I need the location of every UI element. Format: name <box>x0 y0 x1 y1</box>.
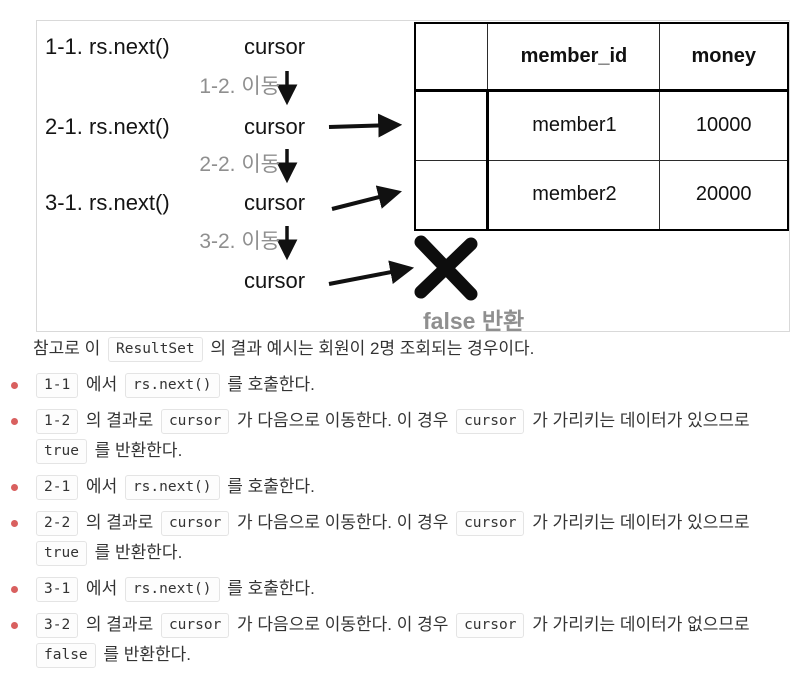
text-segment: 에서 <box>81 477 122 496</box>
table-header-cell: member_id <box>487 22 661 92</box>
bullet-dot-icon <box>11 418 18 425</box>
result-table: member_id money member1 10000 member2 20… <box>414 22 789 231</box>
text-segment: 의 결과 예시는 회원이 2명 조회되는 경우이다. <box>205 339 535 358</box>
list-item: 2-2 의 결과로 cursor 가 다음으로 이동한다. 이 경우 curso… <box>11 508 773 568</box>
text-segment: 의 결과로 <box>81 411 158 430</box>
cursor-label: cursor <box>244 34 306 59</box>
inline-code: 2-2 <box>36 511 79 536</box>
text-segment: 에서 <box>81 375 122 394</box>
text-segment: 에서 <box>81 579 122 598</box>
text-segment: 가 가리키는 데이터가 있으므로 <box>527 411 750 430</box>
bullet-dot-icon <box>11 484 18 491</box>
step-call-label: 3-1. rs.next() <box>45 190 170 215</box>
inline-code: true <box>36 541 87 566</box>
inline-code: 2-1 <box>36 475 79 500</box>
move-label: 1-2. 이동 <box>199 75 280 98</box>
inline-code: rs.next() <box>124 373 220 398</box>
list-item: 2-1 에서 rs.next() 를 호출한다. <box>11 472 773 502</box>
list-item: 3-1 에서 rs.next() 를 호출한다. <box>11 574 773 604</box>
text-segment: 참고로 이 <box>33 339 106 358</box>
inline-code: 3-2 <box>36 613 79 638</box>
inline-code: 1-1 <box>36 373 79 398</box>
text-segment: 를 반환한다. <box>98 645 192 664</box>
cursor-label: cursor <box>244 268 306 293</box>
table-cell: member2 <box>487 159 661 231</box>
step-call-label: 2-1. rs.next() <box>45 114 170 139</box>
text-segment: 를 반환한다. <box>89 543 183 562</box>
bullet-dot-icon <box>11 622 18 629</box>
inline-code: cursor <box>456 409 525 434</box>
step-call-label: 1-1. rs.next() <box>45 34 170 59</box>
content-area: 참고로 이 ResultSet 의 결과 예시는 회원이 2명 조회되는 경우이… <box>0 334 811 676</box>
cursor-label: cursor <box>244 114 306 139</box>
text-segment: 가 다음으로 이동한다. 이 경우 <box>232 513 454 532</box>
move-label: 3-2. 이동 <box>199 230 280 253</box>
intro-paragraph: 참고로 이 ResultSet 의 결과 예시는 회원이 2명 조회되는 경우이… <box>33 334 773 364</box>
inline-code: 3-1 <box>36 577 79 602</box>
text-segment: 의 결과로 <box>81 615 158 634</box>
inline-code: false <box>36 643 96 668</box>
inline-code: cursor <box>160 511 230 536</box>
text-segment: 의 결과로 <box>81 513 158 532</box>
inline-code: rs.next() <box>124 577 220 602</box>
table-header-row: member_id money <box>414 22 789 92</box>
cursor-arrow-icon <box>328 113 403 138</box>
text-segment: 를 호출한다. <box>222 477 315 496</box>
table-cell: 20000 <box>659 159 789 231</box>
list-item: 1-1 에서 rs.next() 를 호출한다. <box>11 370 773 400</box>
inline-code: true <box>36 439 87 464</box>
list-item: 1-2 의 결과로 cursor 가 다음으로 이동한다. 이 경우 curso… <box>11 406 773 466</box>
x-mark-icon <box>414 235 478 301</box>
table-cell: member1 <box>487 89 661 161</box>
bullet-list: 1-1 에서 rs.next() 를 호출한다. 1-2 의 결과로 cursor… <box>11 370 773 670</box>
text-segment: 를 호출한다. <box>222 579 315 598</box>
text-segment: 를 반환한다. <box>89 441 183 460</box>
move-label: 2-2. 이동 <box>199 153 280 176</box>
false-return-label: false 반환 <box>423 308 525 334</box>
cursor-label: cursor <box>244 190 306 215</box>
table-row: member2 20000 <box>414 159 789 231</box>
text-segment: 가 다음으로 이동한다. 이 경우 <box>232 615 454 634</box>
text-segment: 를 호출한다. <box>222 375 315 394</box>
inline-code: cursor <box>456 511 525 536</box>
inline-code: cursor <box>160 613 230 638</box>
bullet-dot-icon <box>11 520 18 527</box>
bullet-dot-icon <box>11 382 18 389</box>
cursor-arrow-icon <box>328 260 415 286</box>
cursor-arrow-icon <box>331 185 402 211</box>
inline-code: rs.next() <box>124 475 220 500</box>
inline-code: cursor <box>456 613 525 638</box>
text-segment: 가 다음으로 이동한다. 이 경우 <box>232 411 454 430</box>
inline-code: 1-2 <box>36 409 79 434</box>
table-header-cell: money <box>659 22 789 92</box>
table-row: member1 10000 <box>414 89 789 161</box>
bullet-dot-icon <box>11 586 18 593</box>
text-segment: 가 가리키는 데이터가 있으므로 <box>527 513 750 532</box>
text-segment: 가 가리키는 데이터가 없으므로 <box>527 615 750 634</box>
table-cell <box>414 89 490 161</box>
table-cell: 10000 <box>659 89 789 161</box>
table-header-cell <box>414 22 489 92</box>
cursor-diagram-panel: 1-1. rs.next() cursor 1-2. 이동 2-1. rs.ne… <box>36 20 790 334</box>
inline-code: cursor <box>160 409 230 434</box>
list-item: 3-2 의 결과로 cursor 가 다음으로 이동한다. 이 경우 curso… <box>11 610 773 670</box>
table-cell <box>414 159 490 231</box>
inline-code: ResultSet <box>108 337 203 362</box>
